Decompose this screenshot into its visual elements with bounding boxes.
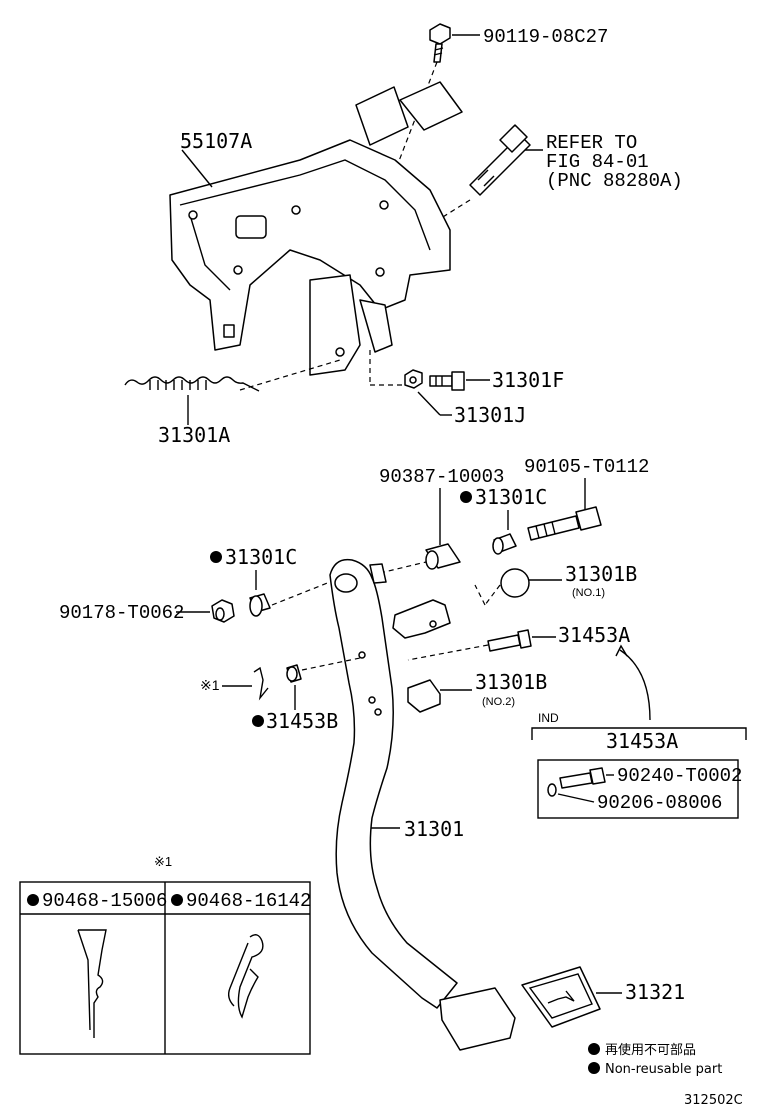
legend-en: Non-reusable part	[605, 1062, 722, 1077]
label-ind: IND	[538, 711, 559, 725]
table-col1-label: 90468-15006	[42, 890, 167, 912]
label-31301J: 31301J	[454, 403, 526, 427]
label-31453B: 31453B	[266, 709, 338, 733]
return-spring-31301A-icon	[124, 376, 260, 392]
label-ind-31453A: 31453A	[606, 729, 678, 753]
label-31301B-no2: 31301B	[475, 670, 547, 694]
bushing-31301C-icon	[492, 533, 517, 555]
pedal-bracket-55107A	[169, 139, 451, 376]
pin-90240-icon	[559, 767, 606, 789]
non-reusable-mark-icon	[252, 715, 264, 727]
washer-90206-icon	[547, 783, 557, 797]
legend-jp: 再使用不可部品	[605, 1042, 696, 1058]
label-31321: 31321	[625, 980, 685, 1004]
nut-90178-icon	[211, 599, 235, 623]
non-reusable-mark-icon	[27, 894, 39, 906]
label-31301B-no1-sub: (NO.1)	[572, 587, 605, 599]
label-31301F: 31301F	[492, 368, 564, 392]
cushion-31301B-no1-icon	[500, 568, 530, 598]
pedal-arm-31301	[329, 558, 458, 1009]
stop-lamp-switch-icon	[469, 124, 531, 196]
clip-note-icon	[253, 666, 269, 701]
label-90119: 90119-08C27	[483, 26, 608, 48]
label-90178: 90178-T0062	[59, 602, 184, 624]
clip-90468-15006-icon	[77, 929, 107, 1038]
label-90206: 90206-08006	[597, 792, 722, 814]
label-note-mark-table: ※1	[154, 854, 172, 869]
pedal-switch-bracket	[392, 599, 451, 639]
bracket-clip-plate	[355, 81, 463, 146]
label-55107A: 55107A	[180, 129, 252, 153]
non-reusable-legend-icon	[588, 1062, 600, 1074]
ind-detail-box	[537, 759, 739, 819]
non-reusable-mark-icon	[171, 894, 183, 906]
clip-90468-16142-icon	[227, 934, 264, 1019]
label-90240: 90240-T0002	[617, 765, 742, 787]
figure-code: 312502C	[684, 1093, 743, 1108]
pedal-pad-31321	[521, 966, 601, 1028]
label-31301B-no2-sub: (NO.2)	[482, 696, 515, 708]
label-90105: 90105-T0112	[524, 456, 649, 478]
pin-31453A-icon	[487, 629, 532, 652]
label-31301A: 31301A	[158, 423, 230, 447]
non-reusable-mark-icon	[210, 551, 222, 563]
label-31301B-no1: 31301B	[565, 562, 637, 586]
table-col2-label: 90468-16142	[186, 890, 311, 912]
label-90387: 90387-10003	[379, 466, 504, 488]
bushing-31453B-icon	[286, 664, 302, 683]
refer-line-1: REFER TO	[546, 132, 637, 154]
non-reusable-mark-icon	[460, 491, 472, 503]
bolt-31301F-icon	[429, 371, 465, 391]
bolt-90119-icon	[429, 23, 451, 63]
bushing-31301C-left-icon	[249, 593, 271, 617]
label-31453A: 31453A	[558, 623, 630, 647]
refer-line-3: (PNC 88280A)	[546, 170, 683, 192]
cushion-31301B-no2-icon	[407, 679, 441, 713]
label-note-mark: ※1	[200, 677, 220, 693]
nut-31301J-icon	[404, 369, 423, 389]
non-reusable-legend-icon	[588, 1043, 600, 1055]
label-31301C-top: 31301C	[475, 485, 547, 509]
refer-line-2: FIG 84-01	[546, 151, 649, 173]
collar-90387-icon	[425, 543, 461, 570]
bolt-90105-icon	[527, 506, 602, 541]
label-31301: 31301	[404, 817, 464, 841]
label-31301C-left: 31301C	[225, 545, 297, 569]
pedal-pad	[439, 987, 516, 1051]
